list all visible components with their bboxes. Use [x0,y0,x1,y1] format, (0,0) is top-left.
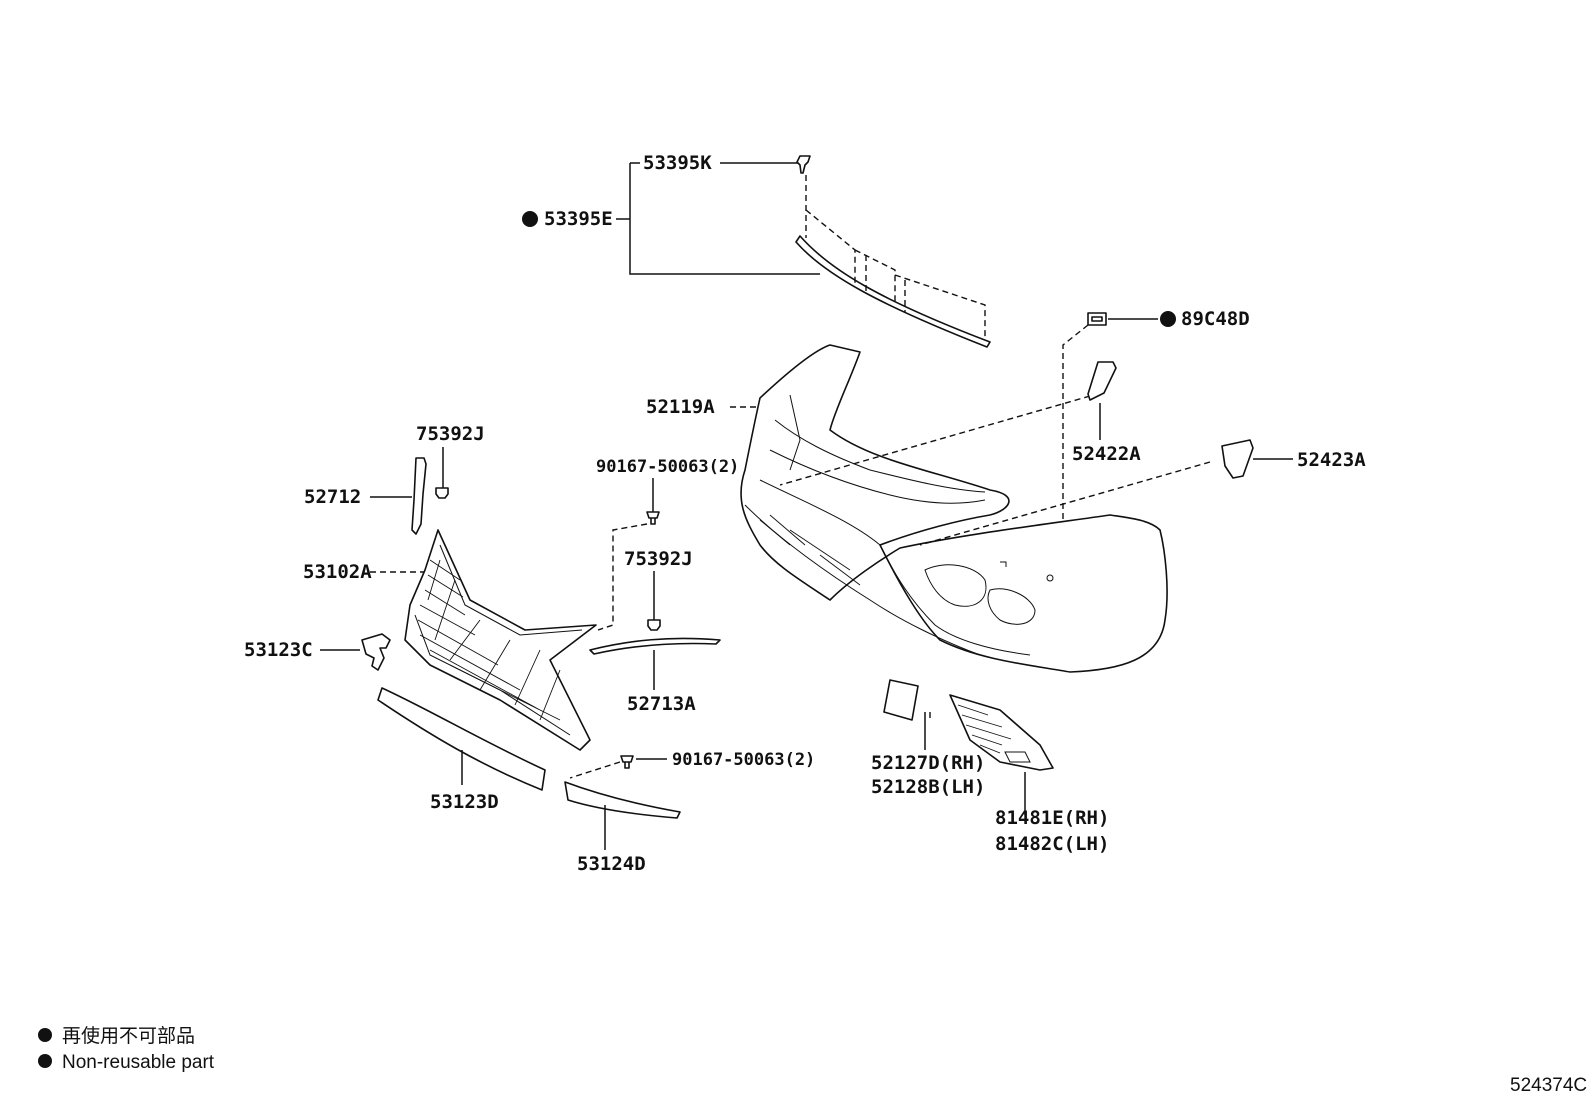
cover-52127D-group: 52127D(RH) 52128B(LH) [871,679,985,798]
lower-grille-53123D [377,687,546,791]
label-52128B[interactable]: 52128B(LH) [871,776,985,798]
clip-53395K [796,155,811,174]
label-52127D[interactable]: 52127D(RH) [871,752,985,774]
molding-52712-group: 75392J 52712 [304,423,485,535]
label-53395E[interactable]: 53395E [544,208,613,230]
label-53395K[interactable]: 53395K [643,152,712,174]
molding-53124D [564,781,681,819]
label-89C48D[interactable]: 89C48D [1181,308,1250,330]
cover-52422A [1087,361,1117,401]
cover-52127D [883,679,919,721]
label-52713A[interactable]: 52713A [627,693,696,715]
label-75392J-mid[interactable]: 75392J [624,548,693,570]
label-53123D[interactable]: 53123D [430,791,499,813]
label-53124D[interactable]: 53124D [577,853,646,875]
clip-75392J-mid [647,619,661,631]
legend-dot-en [38,1054,52,1068]
lower-grille-53123D-group: 53123D 90167-50063(2) 53124D [377,687,815,875]
clip-89C48D [1087,312,1107,326]
screw-90167-bottom [620,755,634,769]
label-81482C[interactable]: 81482C(LH) [995,833,1109,855]
non-reusable-mark-89C48D [1160,311,1176,327]
label-53123C[interactable]: 53123C [244,639,313,661]
legend-text-en: Non-reusable part [62,1052,215,1073]
molding-52713A-group: 90167-50063(2) 75392J 52713A [589,457,739,715]
clip-75392J-top [435,487,449,499]
label-52712[interactable]: 52712 [304,486,361,508]
cover-52423A [1221,439,1254,479]
non-reusable-mark-53395E [522,211,538,227]
bracket-53123C-group: 53123C [244,633,391,671]
diagram-code: 524374C [1510,1075,1587,1096]
molding-52712 [411,457,427,535]
cover-52422A-group: 52422A [1072,361,1141,465]
cover-52423A-group: 52423A [1221,439,1366,479]
label-90167-top[interactable]: 90167-50063(2) [596,457,739,477]
label-52119A[interactable]: 52119A [646,396,715,418]
bracket-53123C [361,633,391,671]
label-90167-bottom[interactable]: 90167-50063(2) [672,750,815,770]
legend-text-jp: 再使用不可部品 [62,1025,195,1047]
legend: 再使用不可部品 Non-reusable part [38,1025,215,1073]
seal-strip-53395E [795,235,991,348]
bumper-cover-52119A: 52119A [646,344,1168,673]
seal-strip-group: 53395K 53395E [522,152,991,348]
molding-52713A [589,637,721,655]
screw-90167-top [646,511,660,525]
legend-dot-jp [38,1028,52,1042]
fog-cover-81481E [949,694,1054,771]
label-81481E[interactable]: 81481E(RH) [995,807,1109,829]
label-75392J-top[interactable]: 75392J [416,423,485,445]
label-52422A[interactable]: 52422A [1072,443,1141,465]
fog-cover-81481E-group: 81481E(RH) 81482C(LH) [949,694,1109,855]
label-52423A[interactable]: 52423A [1297,449,1366,471]
label-53102A[interactable]: 53102A [303,561,372,583]
grille-53102A: 53102A [303,529,597,751]
clip-89C48D-group: 89C48D [1045,308,1250,579]
